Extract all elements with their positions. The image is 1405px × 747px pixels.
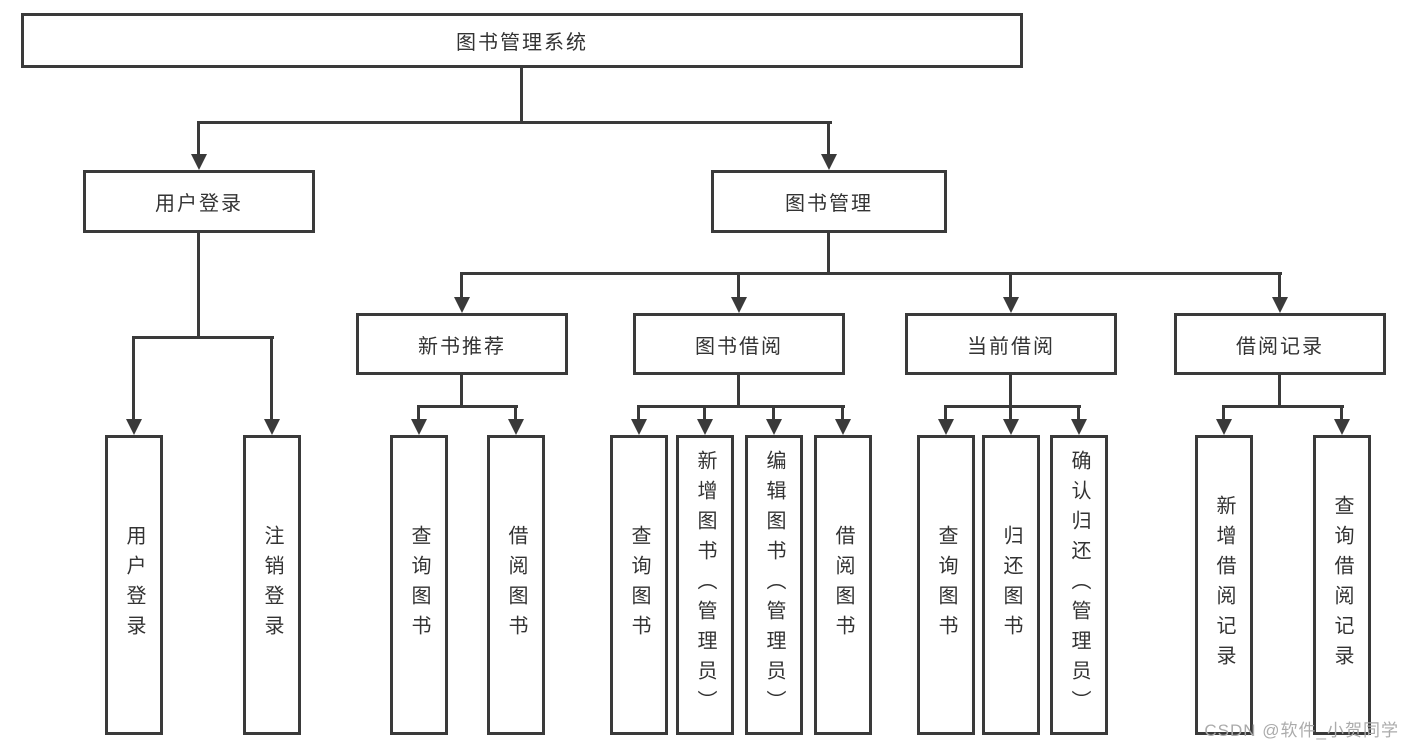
leaf-return-book: 归还图书 <box>982 435 1040 735</box>
connector-line <box>703 405 706 421</box>
arrow-down-icon <box>835 419 851 435</box>
leaf-user-login: 用户登录 <box>105 435 163 735</box>
leaf-label: 查询图书 <box>408 525 430 645</box>
connector-line <box>772 405 775 421</box>
node-user-login: 用户登录 <box>83 170 315 233</box>
connector-line <box>944 405 947 421</box>
leaf-label: 新增借阅记录 <box>1213 495 1235 675</box>
connector-line <box>841 405 844 421</box>
arrow-down-icon <box>454 297 470 313</box>
leaf-label: 借阅图书 <box>505 525 527 645</box>
connector-line <box>1222 405 1225 421</box>
connector-line <box>1278 375 1281 405</box>
leaf-label: 查询图书 <box>935 525 957 645</box>
leaf-edit-book-admin: 编辑图书（管理员） <box>745 435 803 735</box>
connector-line <box>132 336 135 421</box>
leaf-borrow-query-book: 查询图书 <box>610 435 668 735</box>
connector-line <box>460 272 1282 275</box>
node-label: 用户登录 <box>155 193 243 215</box>
node-label: 图书管理 <box>785 193 873 215</box>
leaf-label: 查询借阅记录 <box>1331 495 1353 675</box>
connector-line <box>827 121 830 157</box>
connector-line <box>1278 272 1281 300</box>
node-label: 图书借阅 <box>695 335 783 358</box>
arrow-down-icon <box>1272 297 1288 313</box>
node-new-book-recommend: 新书推荐 <box>356 313 568 375</box>
leaf-recommend-borrow-book: 借阅图书 <box>487 435 545 735</box>
connector-line <box>1009 375 1012 405</box>
connector-line <box>520 68 523 121</box>
node-label: 当前借阅 <box>967 335 1055 358</box>
arrow-down-icon <box>411 419 427 435</box>
arrow-down-icon <box>821 154 837 170</box>
arrow-down-icon <box>1071 419 1087 435</box>
connector-line <box>197 121 200 157</box>
leaf-add-borrow-record: 新增借阅记录 <box>1195 435 1253 735</box>
leaf-label: 借阅图书 <box>832 525 854 645</box>
leaf-recommend-query-book: 查询图书 <box>390 435 448 735</box>
connector-line <box>514 405 517 421</box>
csdn-watermark: CSDN @软件_小贺同学 <box>1204 721 1399 740</box>
connector-line <box>417 405 420 421</box>
connector-line <box>197 233 200 336</box>
connector-line <box>197 121 832 124</box>
connector-line <box>637 405 640 421</box>
connector-line <box>944 405 1081 408</box>
arrow-down-icon <box>191 154 207 170</box>
node-current-borrow: 当前借阅 <box>905 313 1117 375</box>
arrow-down-icon <box>631 419 647 435</box>
node-book-borrow: 图书借阅 <box>633 313 845 375</box>
node-library-management-system: 图书管理系统 <box>21 13 1023 68</box>
node-book-management: 图书管理 <box>711 170 947 233</box>
connector-line <box>737 375 740 405</box>
arrow-down-icon <box>1334 419 1350 435</box>
arrow-down-icon <box>126 419 142 435</box>
connector-line <box>1077 405 1080 421</box>
leaf-logout-login: 注销登录 <box>243 435 301 735</box>
arrow-down-icon <box>264 419 280 435</box>
arrow-down-icon <box>766 419 782 435</box>
connector-line <box>737 272 740 300</box>
connector-line <box>460 375 463 405</box>
connector-line <box>827 233 830 272</box>
leaf-label: 确认归还（管理员） <box>1068 450 1090 720</box>
arrow-down-icon <box>508 419 524 435</box>
leaf-borrow-book: 借阅图书 <box>814 435 872 735</box>
leaf-query-borrow-record: 查询借阅记录 <box>1313 435 1371 735</box>
arrow-down-icon <box>1216 419 1232 435</box>
leaf-label: 用户登录 <box>123 525 145 645</box>
leaf-add-book-admin: 新增图书（管理员） <box>676 435 734 735</box>
arrow-down-icon <box>697 419 713 435</box>
connector-line <box>270 336 273 421</box>
leaf-label: 编辑图书（管理员） <box>763 450 785 720</box>
leaf-current-query-book: 查询图书 <box>917 435 975 735</box>
node-label: 新书推荐 <box>418 335 506 358</box>
node-borrow-record: 借阅记录 <box>1174 313 1386 375</box>
connector-line <box>1009 405 1012 421</box>
connector-line <box>132 336 274 339</box>
connector-line <box>1222 405 1344 408</box>
arrow-down-icon <box>938 419 954 435</box>
leaf-label: 归还图书 <box>1000 525 1022 645</box>
arrow-down-icon <box>1003 419 1019 435</box>
leaf-confirm-return-admin: 确认归还（管理员） <box>1050 435 1108 735</box>
leaf-label: 注销登录 <box>261 525 283 645</box>
node-label: 借阅记录 <box>1236 335 1324 358</box>
connector-line <box>417 405 518 408</box>
connector-line <box>1340 405 1343 421</box>
leaf-label: 查询图书 <box>628 525 650 645</box>
arrow-down-icon <box>1003 297 1019 313</box>
leaf-label: 新增图书（管理员） <box>694 450 716 720</box>
node-label: 图书管理系统 <box>456 32 588 54</box>
arrow-down-icon <box>731 297 747 313</box>
connector-line <box>1009 272 1012 300</box>
connector-line <box>460 272 463 300</box>
connector-line <box>637 405 845 408</box>
